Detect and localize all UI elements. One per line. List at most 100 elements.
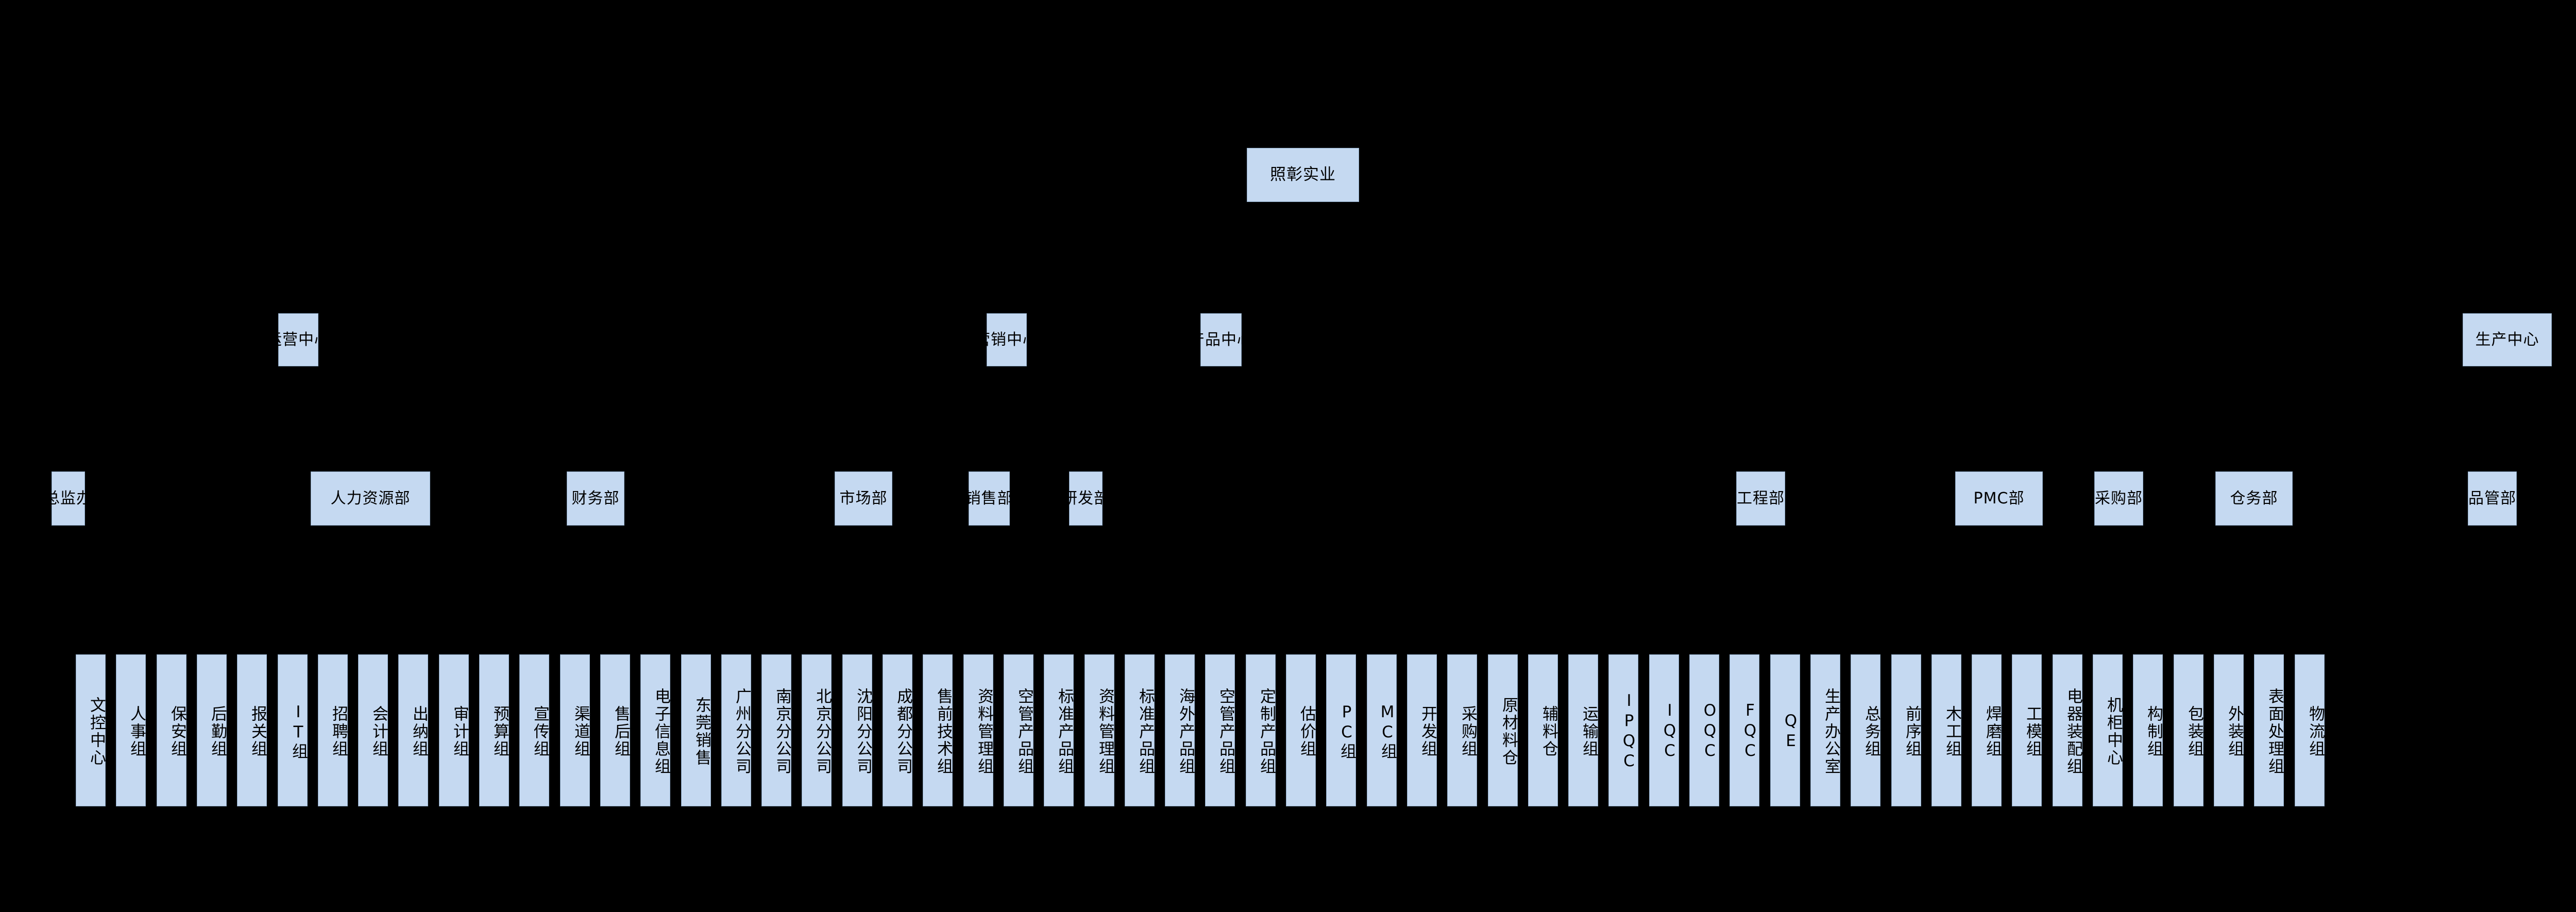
org-node-department-7[interactable]: PMC部: [1955, 471, 2043, 526]
org-node-group-22[interactable]: 资料管理组: [963, 654, 993, 806]
org-node-group-8[interactable]: 出纳组: [398, 654, 428, 806]
org-node-group-23[interactable]: 空管产品组: [1004, 654, 1033, 806]
org-node-group-4[interactable]: 报关组: [237, 654, 267, 806]
org-node-group-27-label: 海外产品组: [1176, 687, 1195, 775]
org-node-group-35-label: 原材料仓: [1499, 696, 1518, 767]
org-node-group-37[interactable]: 运输组: [1568, 654, 1598, 806]
org-node-group-40[interactable]: OQC: [1689, 654, 1719, 806]
org-node-group-46[interactable]: 木工组: [1931, 654, 1961, 806]
org-node-group-11-label: 宣传组: [531, 705, 549, 758]
org-node-department-2[interactable]: 财务部: [567, 471, 624, 526]
org-node-group-42[interactable]: QE: [1770, 654, 1800, 806]
org-node-group-26[interactable]: 标准产品组: [1125, 654, 1155, 806]
org-node-group-27[interactable]: 海外产品组: [1165, 654, 1195, 806]
org-node-group-43[interactable]: 生产办公室: [1810, 654, 1840, 806]
org-node-group-25[interactable]: 资料管理组: [1084, 654, 1114, 806]
org-node-group-34-label: 采购组: [1459, 705, 1477, 758]
org-node-group-24[interactable]: 标准产品组: [1044, 654, 1074, 806]
org-node-group-2[interactable]: 保安组: [157, 654, 187, 806]
org-node-group-55[interactable]: 物流组: [2295, 654, 2325, 806]
org-node-group-14[interactable]: 电子信息组: [640, 654, 670, 806]
org-node-group-31[interactable]: PC组: [1326, 654, 1356, 806]
org-node-group-18[interactable]: 北京分公司: [802, 654, 832, 806]
org-node-department-3[interactable]: 市场部: [835, 471, 892, 526]
org-node-group-51-label: 构制组: [2144, 705, 2163, 758]
org-node-group-15[interactable]: 东莞销售: [681, 654, 711, 806]
org-node-group-20-label: 成都分公司: [894, 687, 912, 775]
org-node-group-46-label: 木工组: [1943, 705, 1961, 758]
org-node-department-5-label: 研发部: [1062, 489, 1110, 508]
org-node-group-53[interactable]: 外装组: [2214, 654, 2244, 806]
org-node-group-10[interactable]: 预算组: [479, 654, 509, 806]
org-node-group-45[interactable]: 前序组: [1891, 654, 1921, 806]
org-node-group-14-label: 电子信息组: [652, 687, 670, 775]
org-node-group-12[interactable]: 渠道组: [560, 654, 590, 806]
org-node-center-1[interactable]: 营销中心: [975, 313, 1038, 366]
org-node-group-7[interactable]: 会计组: [358, 654, 388, 806]
org-node-group-53-label: 外装组: [2225, 705, 2244, 758]
org-node-group-16[interactable]: 广州分公司: [721, 654, 751, 806]
org-node-group-21[interactable]: 售前技术组: [923, 654, 953, 806]
org-node-group-34[interactable]: 采购组: [1447, 654, 1477, 806]
org-node-group-18-label: 北京分公司: [813, 687, 832, 775]
org-node-group-52[interactable]: 包装组: [2174, 654, 2204, 806]
org-node-group-29[interactable]: 定制产品组: [1246, 654, 1276, 806]
org-node-group-10-label: 预算组: [490, 705, 509, 758]
org-node-group-11[interactable]: 宣传组: [519, 654, 549, 806]
org-node-department-0[interactable]: 总监办: [44, 471, 92, 526]
org-node-center-0[interactable]: 运营中心: [266, 313, 330, 366]
org-node-group-51[interactable]: 构制组: [2133, 654, 2163, 806]
org-node-group-31-label: PC组: [1337, 702, 1356, 761]
org-node-group-44[interactable]: 总务组: [1851, 654, 1880, 806]
org-node-group-23-label: 空管产品组: [1015, 687, 1033, 775]
org-node-department-1[interactable]: 人力资源部: [311, 471, 430, 526]
org-node-group-6[interactable]: 招聘组: [318, 654, 348, 806]
org-node-group-48-label: 工模组: [2023, 705, 2042, 758]
org-node-center-2[interactable]: 产品中心: [1189, 313, 1252, 366]
org-node-group-38[interactable]: IPQC: [1608, 654, 1638, 806]
org-node-group-33[interactable]: 开发组: [1407, 654, 1437, 806]
org-node-group-48[interactable]: 工模组: [2012, 654, 2042, 806]
org-node-department-7-label: PMC部: [1973, 489, 2025, 508]
org-node-group-17-label: 南京分公司: [773, 687, 791, 775]
org-node-group-20[interactable]: 成都分公司: [883, 654, 912, 806]
org-node-group-17[interactable]: 南京分公司: [761, 654, 791, 806]
org-node-center-3[interactable]: 生产中心: [2463, 313, 2552, 366]
org-node-group-3[interactable]: 后勤组: [197, 654, 227, 806]
org-node-center-2-label: 产品中心: [1189, 330, 1253, 349]
org-node-group-7-label: 会计组: [369, 705, 388, 758]
org-node-group-40-label: OQC: [1701, 701, 1719, 762]
org-node-group-35[interactable]: 原材料仓: [1488, 654, 1518, 806]
org-node-group-32[interactable]: MC组: [1367, 654, 1397, 806]
org-node-group-36-label: 辅料仓: [1539, 705, 1558, 758]
org-node-group-47[interactable]: 焊磨组: [1972, 654, 2002, 806]
org-node-group-50[interactable]: 机柜中心: [2093, 654, 2123, 806]
org-node-department-5[interactable]: 研发部: [1062, 471, 1109, 526]
org-node-department-6[interactable]: 工程部: [1736, 471, 1785, 526]
org-node-group-41[interactable]: FQC: [1730, 654, 1759, 806]
org-node-department-8[interactable]: 采购部: [2094, 471, 2143, 526]
org-node-group-54[interactable]: 表面处理组: [2254, 654, 2284, 806]
org-node-group-13-label: 售后组: [612, 705, 630, 758]
org-node-group-39[interactable]: IQC: [1649, 654, 1679, 806]
org-node-group-9[interactable]: 审计组: [439, 654, 469, 806]
org-node-root[interactable]: 照彰实业: [1247, 148, 1359, 202]
org-node-group-49[interactable]: 电器装配组: [2053, 654, 2082, 806]
org-node-group-1[interactable]: 人事组: [116, 654, 146, 806]
org-node-department-4[interactable]: 销售部: [965, 471, 1013, 526]
org-node-group-16-label: 广州分公司: [733, 687, 751, 775]
org-node-group-30[interactable]: 估价组: [1286, 654, 1316, 806]
org-node-department-10[interactable]: 品管部: [2468, 471, 2517, 526]
org-node-group-45-label: 前序组: [1903, 705, 1921, 758]
org-node-group-19[interactable]: 沈阳分公司: [842, 654, 872, 806]
org-node-department-9[interactable]: 仓务部: [2215, 471, 2293, 526]
org-node-group-44-label: 总务组: [1862, 705, 1880, 758]
org-node-group-1-label: 人事组: [127, 705, 146, 758]
org-node-group-28[interactable]: 空管产品组: [1205, 654, 1235, 806]
org-node-department-8-label: 采购部: [2095, 489, 2143, 508]
org-node-group-36[interactable]: 辅料仓: [1528, 654, 1558, 806]
org-node-group-0-label: 文控中心: [87, 696, 106, 767]
org-node-group-0[interactable]: 文控中心: [76, 654, 106, 806]
org-node-group-5[interactable]: IT组: [278, 654, 308, 806]
org-node-group-13[interactable]: 售后组: [600, 654, 630, 806]
